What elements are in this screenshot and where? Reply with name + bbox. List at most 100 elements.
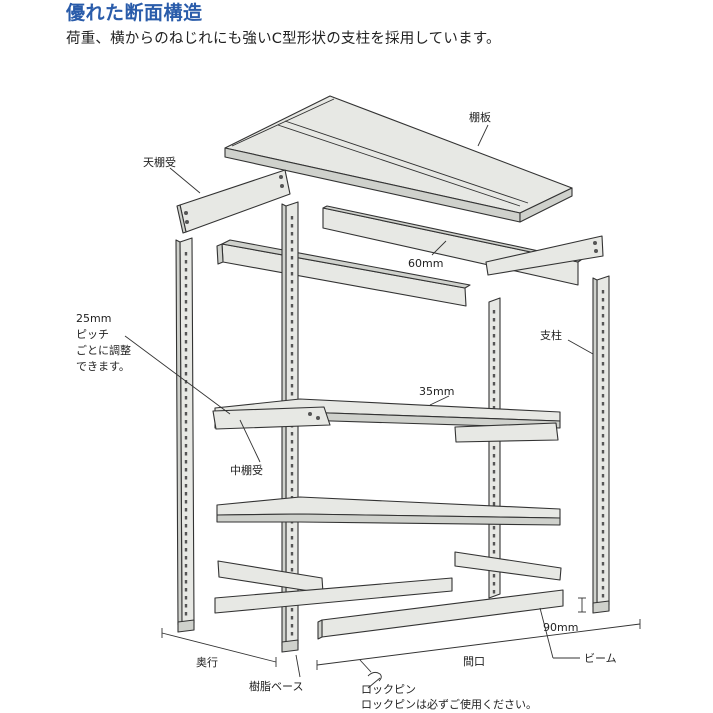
post-slot-hole	[290, 256, 294, 260]
post-slot-hole	[184, 412, 188, 416]
post-slot-hole	[492, 462, 496, 466]
post-slot-hole	[601, 418, 605, 422]
label-pitch-line1: 25mm	[76, 312, 111, 325]
post-slot-hole	[184, 340, 188, 344]
post-slot-hole	[601, 538, 605, 542]
bottom-beam-front	[317, 589, 564, 640]
post-slot-hole	[601, 434, 605, 438]
post-slot-hole	[290, 616, 294, 620]
post-slot-hole	[184, 260, 188, 264]
label-dim-35mm: 35mm	[419, 385, 454, 398]
post-slot-hole	[290, 216, 294, 220]
post-slot-hole	[184, 468, 188, 472]
post-slot-hole	[492, 470, 496, 474]
post-slot-hole	[290, 272, 294, 276]
post-slot-hole	[290, 264, 294, 268]
post-slot-hole	[290, 552, 294, 556]
post-slot-hole	[601, 394, 605, 398]
post-slot-hole	[184, 444, 188, 448]
post-slot-hole	[290, 336, 294, 340]
post-slot-hole	[601, 306, 605, 310]
page-subtitle: 荷重、横からのねじれにも強いC型形状の支柱を採用しています。	[66, 31, 501, 47]
post-slot-hole	[492, 446, 496, 450]
post-slot-hole	[601, 298, 605, 302]
post-slot-hole	[184, 316, 188, 320]
post-slot-hole	[184, 268, 188, 272]
post-slot-hole	[601, 530, 605, 534]
post-slot-hole	[492, 374, 496, 378]
post-slot-hole	[290, 328, 294, 332]
post-slot-hole	[184, 364, 188, 368]
post-slot-hole	[290, 352, 294, 356]
label-beam: ビーム	[584, 652, 617, 665]
post-slot-hole	[601, 450, 605, 454]
label-post: 支柱	[540, 328, 562, 342]
post-slot-hole	[184, 476, 188, 480]
post-slot-hole	[184, 500, 188, 504]
page-title: 優れた断面構造	[66, 2, 203, 24]
post-slot-hole	[184, 572, 188, 576]
middle-support-left	[212, 406, 331, 430]
post-slot-hole	[184, 452, 188, 456]
post-slot-hole	[290, 472, 294, 476]
label-dim-60mm: 60mm	[408, 257, 443, 270]
bottom-support-right	[454, 551, 562, 581]
post-slot-hole	[184, 356, 188, 360]
post-slot-hole	[184, 548, 188, 552]
post-left-front	[175, 237, 195, 628]
post-slot-hole	[290, 480, 294, 484]
top-shelf-board	[224, 95, 573, 223]
post-slot-hole	[601, 410, 605, 414]
post-slot-hole	[601, 570, 605, 574]
post-slot-hole	[184, 612, 188, 616]
post-slot-hole	[492, 582, 496, 586]
post-slot-hole	[184, 580, 188, 584]
post-slot-hole	[601, 346, 605, 350]
post-slot-hole	[184, 588, 188, 592]
post-slot-hole	[290, 296, 294, 300]
post-slot-hole	[184, 332, 188, 336]
post-slot-hole	[492, 358, 496, 362]
post-slot-hole	[601, 458, 605, 462]
label-depth: 奥行	[196, 655, 218, 669]
post-slot-hole	[184, 436, 188, 440]
post-slot-hole	[290, 384, 294, 388]
label-pitch-line2: ピッチ	[76, 328, 109, 341]
post-slot-hole	[184, 292, 188, 296]
post-slot-hole	[184, 484, 188, 488]
post-slot-hole	[290, 560, 294, 564]
post-slot-hole	[184, 532, 188, 536]
post-slot-hole	[184, 308, 188, 312]
post-slot-hole	[290, 288, 294, 292]
top-side-support-left	[176, 169, 291, 234]
post-slot-hole	[601, 426, 605, 430]
post-slot-hole	[492, 334, 496, 338]
post-slot-hole	[601, 354, 605, 358]
post-slot-hole	[184, 372, 188, 376]
label-pitch-line4: できます。	[76, 360, 130, 373]
post-slot-hole	[290, 456, 294, 460]
post-slot-hole	[184, 284, 188, 288]
post-slot-hole	[601, 514, 605, 518]
post-slot-hole	[184, 516, 188, 520]
post-slot-hole	[184, 420, 188, 424]
lock-pin	[359, 659, 382, 682]
post-slot-hole	[290, 432, 294, 436]
post-slot-hole	[290, 568, 294, 572]
post-slot-hole	[601, 330, 605, 334]
post-slot-hole	[290, 368, 294, 372]
top-side-support-right	[485, 235, 604, 276]
post-slot-hole	[601, 386, 605, 390]
label-lock-pin: ロックピン	[361, 683, 416, 696]
post-slot-hole	[601, 442, 605, 446]
post-slot-hole	[184, 540, 188, 544]
post-slot-hole	[601, 482, 605, 486]
post-slot-hole	[601, 290, 605, 294]
resin-base-feet	[177, 600, 610, 653]
post-slot-hole	[290, 312, 294, 316]
middle-shelf-lower	[216, 496, 561, 526]
post-slot-hole	[492, 310, 496, 314]
post-slot-hole	[601, 378, 605, 382]
post-slot-hole	[492, 494, 496, 498]
post-slot-hole	[492, 454, 496, 458]
